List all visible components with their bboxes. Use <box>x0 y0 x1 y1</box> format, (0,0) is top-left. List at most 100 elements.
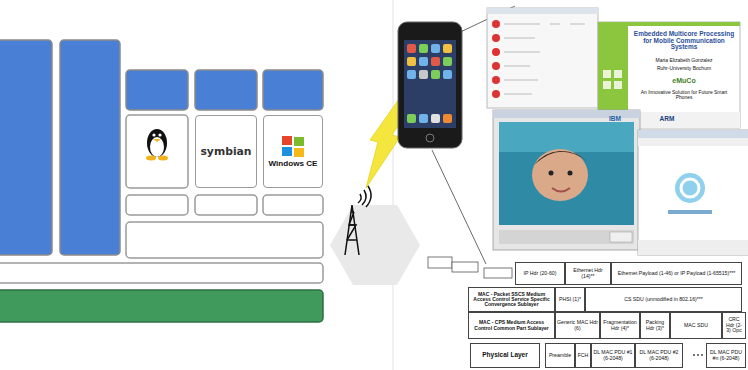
linux-penguin <box>158 133 161 136</box>
linux-penguin <box>147 129 167 157</box>
screenshot-skype <box>668 210 712 214</box>
screenshot-list <box>492 62 500 70</box>
partner-logo: ARM <box>656 114 678 124</box>
radio-tower <box>345 186 371 255</box>
screenshot-text: Maria Elizabeth Gonzalez <box>656 58 713 63</box>
radio-cell <box>330 205 420 285</box>
radio-tower <box>366 186 371 207</box>
screenshot-skype <box>681 179 699 197</box>
screenshot-text: An Innovative Solution for Future Smart … <box>632 88 736 104</box>
table-cell: Packing Hdr (3)* <box>640 312 670 339</box>
screenshot-list <box>570 24 585 25</box>
table-cell: DL MAC PDU #2 (6-2048) <box>635 343 683 368</box>
leader-line <box>432 150 486 264</box>
smart-phone <box>419 114 428 123</box>
table-cell: CS SDU (unmodified in 802.16)*** <box>624 297 703 302</box>
screenshot-list <box>492 76 500 84</box>
software-stack <box>126 195 188 215</box>
table-cell: CRC Hdr (2-3) Opc <box>722 312 746 339</box>
smart-phone <box>431 70 440 79</box>
pdu-ellipsis <box>693 354 695 356</box>
table-cell: Ethernet Payload (1-46) or IP Payload (1… <box>618 271 736 276</box>
software-stack <box>195 70 257 110</box>
screenshot-text: Ruhr-University Bochum <box>657 66 711 71</box>
software-stack <box>0 40 52 255</box>
table-cell: Preamble <box>545 343 575 368</box>
table-cell: DL MAC PDU #n (6-2048) <box>706 343 746 368</box>
table-cell: CRC Hdr (2-3) Opc <box>724 317 744 333</box>
table-cell: FCH <box>575 343 591 368</box>
screenshot-video-player <box>534 151 588 165</box>
radio-tower <box>362 190 366 205</box>
screenshot-list <box>504 80 538 81</box>
screenshot-title-page <box>603 70 611 78</box>
software-stack <box>0 40 323 322</box>
smart-phone <box>398 22 462 148</box>
screenshot-list <box>492 20 500 98</box>
screenshot-list <box>504 66 530 67</box>
table-cell: Fragmentation Hdr (4)* <box>600 312 640 339</box>
radio-cell <box>330 205 420 285</box>
smart-phone <box>419 57 428 66</box>
screenshot-list <box>504 24 540 25</box>
screenshot-text: eMuCo <box>672 77 695 84</box>
logo-text: Windows CE <box>269 159 318 168</box>
smart-phone <box>407 57 416 66</box>
screenshot-list <box>487 8 598 14</box>
smart-phone <box>443 57 452 66</box>
screenshot-list <box>487 8 598 108</box>
pdu-ellipsis <box>697 354 699 356</box>
smart-phone <box>426 134 434 142</box>
windows-flag <box>282 136 292 145</box>
partner-logo: IBM <box>604 114 626 124</box>
software-stack <box>126 115 188 188</box>
smart-phone <box>443 114 452 123</box>
os-logo-box: Windows CE <box>263 115 323 188</box>
divider-line <box>393 0 394 370</box>
software-stack <box>126 70 188 110</box>
software-stack <box>263 195 323 215</box>
screenshot-skype <box>638 130 748 138</box>
screenshot-list <box>487 8 598 108</box>
linux-penguin <box>146 129 168 161</box>
screenshot-text: An Innovative Solution for Future Smart … <box>632 91 736 101</box>
software-stack <box>195 195 257 215</box>
table-cell: Physical Layer <box>470 343 540 368</box>
windows-flag <box>294 137 304 146</box>
screenshot-list <box>504 24 585 94</box>
table-cell: MAC - Packet SSCS Medium Access Control … <box>468 287 555 312</box>
screenshot-video-player <box>499 122 634 152</box>
table-cell: Ethernet Payload (1-46) or IP Payload (1… <box>611 262 742 285</box>
partner-logo: ARM <box>660 116 675 123</box>
screenshot-list <box>504 94 532 95</box>
table-cell: Generic MAC Hdr (6) <box>557 320 598 331</box>
screenshot-video-player <box>610 232 632 242</box>
smart-phone <box>407 114 416 123</box>
screenshot-list <box>492 90 500 98</box>
radio-tower <box>347 212 357 240</box>
linux-penguin <box>146 156 156 161</box>
small-frame <box>484 268 512 278</box>
smart-phone <box>407 44 452 123</box>
screenshot-text: Ruhr-University Bochum <box>632 65 736 73</box>
pdu-ellipsis <box>693 354 703 356</box>
table-cell: FCH <box>578 353 589 358</box>
software-stack <box>60 40 120 255</box>
screenshot-list <box>550 24 560 25</box>
screenshot-title-page <box>598 22 740 26</box>
screenshot-skype <box>638 138 748 146</box>
smart-phone <box>431 44 440 53</box>
table-cell: Generic MAC Hdr (6) <box>555 312 600 339</box>
software-stack <box>0 263 323 283</box>
table-cell: PHSI (1)* <box>555 287 585 312</box>
table-cell: Preamble <box>549 353 571 358</box>
small-frame <box>452 262 478 272</box>
partner-logo: IBM <box>609 116 621 123</box>
screenshot-video-player <box>499 122 634 225</box>
smart-phone <box>419 70 428 79</box>
table-cell: DL MAC PDU #1 (6-2048) <box>593 350 633 361</box>
smart-phone <box>443 70 452 79</box>
table-cell: DL MAC PDU #n (6-2048) <box>708 350 744 361</box>
windows-flag <box>294 148 304 157</box>
